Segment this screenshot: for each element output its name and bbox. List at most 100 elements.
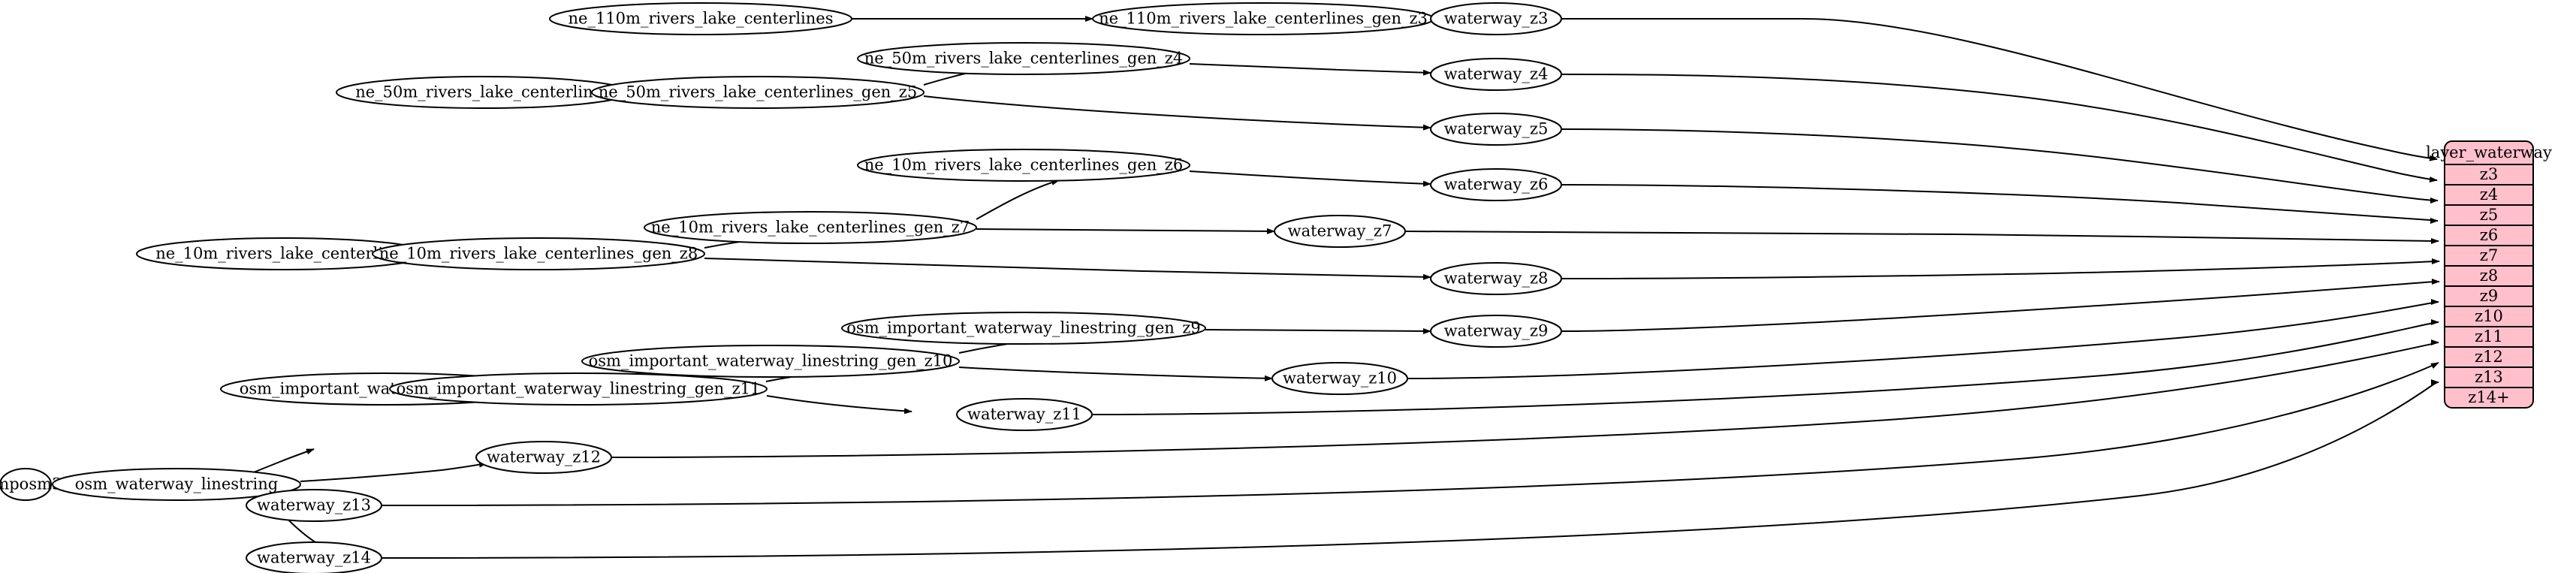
node-label: ne_50m_rivers_lake_centerlines_gen_z4: [864, 50, 1183, 68]
node-imposm3[interactable]: imposm3: [0, 468, 62, 501]
record-row-z12: z12: [2475, 348, 2503, 366]
node-label: waterway_z3: [1444, 10, 1549, 28]
edge-layer: [51, 16, 2440, 559]
node-ne50_gen_z5[interactable]: ne_50m_rivers_lake_centerlines_gen_z5: [591, 76, 925, 109]
node-label: ne_10m_rivers_lake_centerlines_gen_z6: [864, 156, 1183, 174]
node-label: waterway_z13: [257, 496, 371, 514]
record-row-z4: z4: [2480, 185, 2498, 204]
record-node-layer: layer_waterwayz3z4z5z6z7z8z9z10z11z12z13…: [2426, 140, 2552, 409]
node-ne110[interactable]: ne_110m_rivers_lake_centerlines: [549, 2, 852, 35]
node-shape: [857, 149, 1190, 182]
node-osm_imp_gen_z9[interactable]: osm_important_waterway_linestring_gen_z9: [841, 312, 1206, 345]
node-waterway_z3[interactable]: waterway_z3: [1430, 2, 1562, 35]
node-shape: [1430, 113, 1562, 146]
edge-ne50_gen_z4-to-waterway_z4: [1189, 63, 1431, 76]
edge-waterway_z7-to-rec_z7: [1404, 231, 2439, 244]
node-waterway_z14[interactable]: waterway_z14: [246, 541, 382, 573]
node-label: ne_10m_rivers_lake_centerlines_gen_z8: [379, 245, 698, 263]
edge-waterway_z5-to-rec_z5: [1561, 128, 2439, 204]
node-osm_imp_gen_z10[interactable]: osm_important_waterway_linestring_gen_z1…: [581, 345, 960, 378]
edge-waterway_z6-to-rec_z6: [1561, 184, 2439, 224]
node-waterway_z7[interactable]: waterway_z7: [1274, 215, 1406, 248]
node-label: waterway_z10: [1283, 369, 1397, 388]
node-ne10[interactable]: ne_10m_rivers_lake_centerlines: [136, 237, 430, 270]
node-waterway_z6[interactable]: waterway_z6: [1430, 168, 1562, 201]
edge-waterway_z14-to-rec_z14: [381, 379, 2439, 559]
node-label: waterway_z12: [487, 448, 601, 466]
node-shape: [1430, 2, 1562, 35]
node-shape: [475, 441, 612, 474]
node-ne10_gen_z7[interactable]: ne_10m_rivers_lake_centerlines_gen_z7: [644, 211, 977, 244]
node-layer: imposm3ne_110m_rivers_lake_centerlinesne…: [0, 2, 1562, 573]
edge-ne10_gen_z8-to-waterway_z8: [704, 258, 1431, 280]
record-row-z11: z11: [2475, 327, 2503, 345]
node-label: ne_10m_rivers_lake_centerlines: [155, 245, 411, 263]
node-shape: [644, 211, 977, 244]
edge-waterway_z11-to-rec_z11: [1091, 319, 2439, 415]
node-waterway_z8[interactable]: waterway_z8: [1430, 262, 1562, 295]
node-label: waterway_z11: [967, 406, 1081, 424]
node-waterway_z12[interactable]: waterway_z12: [475, 441, 612, 474]
edge-osm_imp_gen_z11-to-waterway_z11: [766, 395, 912, 415]
record-row-z5: z5: [2480, 206, 2498, 224]
record-row-z10: z10: [2475, 307, 2503, 325]
node-label: osm_important_waterway_linestring_gen_z9: [846, 319, 1200, 337]
record-row-z7: z7: [2480, 246, 2498, 264]
node-label: waterway_z8: [1444, 270, 1549, 288]
node-osm_imp_gen_z11[interactable]: osm_important_waterway_linestring_gen_z1…: [389, 372, 768, 406]
node-ne10_gen_z6[interactable]: ne_10m_rivers_lake_centerlines_gen_z6: [857, 149, 1190, 182]
node-shape: [591, 76, 925, 109]
node-waterway_z4[interactable]: waterway_z4: [1430, 58, 1562, 91]
edge-osm_way-to-osm_imp: [247, 448, 315, 475]
node-shape: [1430, 58, 1562, 91]
node-shape: [1274, 215, 1406, 248]
node-shape: [372, 237, 705, 270]
node-shape: [581, 345, 960, 378]
node-shape: [246, 541, 382, 573]
node-shape: [1430, 315, 1562, 348]
node-waterway_z11[interactable]: waterway_z11: [956, 398, 1093, 431]
node-label: ne_110m_rivers_lake_centerlines_gen_z3: [1099, 10, 1428, 28]
node-label: waterway_z7: [1288, 222, 1392, 240]
node-waterway_z9[interactable]: waterway_z9: [1430, 315, 1562, 348]
node-label: ne_50m_rivers_lake_centerlines: [355, 83, 611, 101]
edge-ne50_gen_z5-to-waterway_z5: [923, 95, 1431, 131]
node-shape: [857, 42, 1190, 75]
node-ne50[interactable]: ne_50m_rivers_lake_centerlines: [336, 76, 630, 109]
edge-waterway_z12-to-rec_z12: [611, 339, 2439, 458]
record-outline: [2444, 140, 2534, 409]
node-label: waterway_z6: [1444, 176, 1549, 194]
node-waterway_z5[interactable]: waterway_z5: [1430, 113, 1562, 146]
edge-waterway_z4-to-rec_z4: [1561, 74, 2438, 182]
node-shape: [841, 312, 1206, 345]
node-label: imposm3: [0, 475, 62, 493]
node-ne110_gen_z3[interactable]: ne_110m_rivers_lake_centerlines_gen_z3: [1092, 2, 1434, 35]
node-waterway_z13[interactable]: waterway_z13: [246, 489, 382, 522]
node-label: ne_110m_rivers_lake_centerlines: [569, 10, 834, 28]
node-ne10_gen_z8[interactable]: ne_10m_rivers_lake_centerlines_gen_z8: [372, 237, 705, 270]
record-row-z6: z6: [2480, 226, 2498, 244]
node-shape: [246, 489, 382, 522]
node-shape: [549, 2, 852, 35]
record-row-z13: z13: [2475, 368, 2503, 386]
record-row-z9: z9: [2480, 287, 2498, 305]
node-shape: [0, 468, 52, 501]
record-row-z8: z8: [2480, 267, 2498, 285]
edge-waterway_z9-to-rec_z9: [1561, 279, 2440, 332]
node-label: waterway_z4: [1444, 65, 1549, 83]
edge-waterway_z8-to-rec_z8: [1561, 258, 2440, 279]
node-shape: [389, 372, 768, 406]
node-label: osm_important_waterway_linestring_gen_z1…: [397, 380, 761, 398]
record-node-layer-waterway[interactable]: layer_waterwayz3z4z5z6z7z8z9z10z11z12z13…: [2426, 140, 2552, 409]
node-shape: [1430, 262, 1562, 295]
node-ne50_gen_z4[interactable]: ne_50m_rivers_lake_centerlines_gen_z4: [857, 42, 1190, 75]
edge-waterway_z13-to-rec_z13: [381, 362, 2439, 506]
edge-ne10_gen_z6-to-waterway_z6: [1189, 170, 1431, 187]
node-shape: [1430, 168, 1562, 201]
edge-ne10_gen_z7-to-waterway_z7: [976, 228, 1275, 234]
node-waterway_z10[interactable]: waterway_z10: [1271, 362, 1408, 395]
record-row-z3: z3: [2480, 165, 2498, 183]
node-osm_way[interactable]: osm_waterway_linestring: [52, 468, 301, 501]
